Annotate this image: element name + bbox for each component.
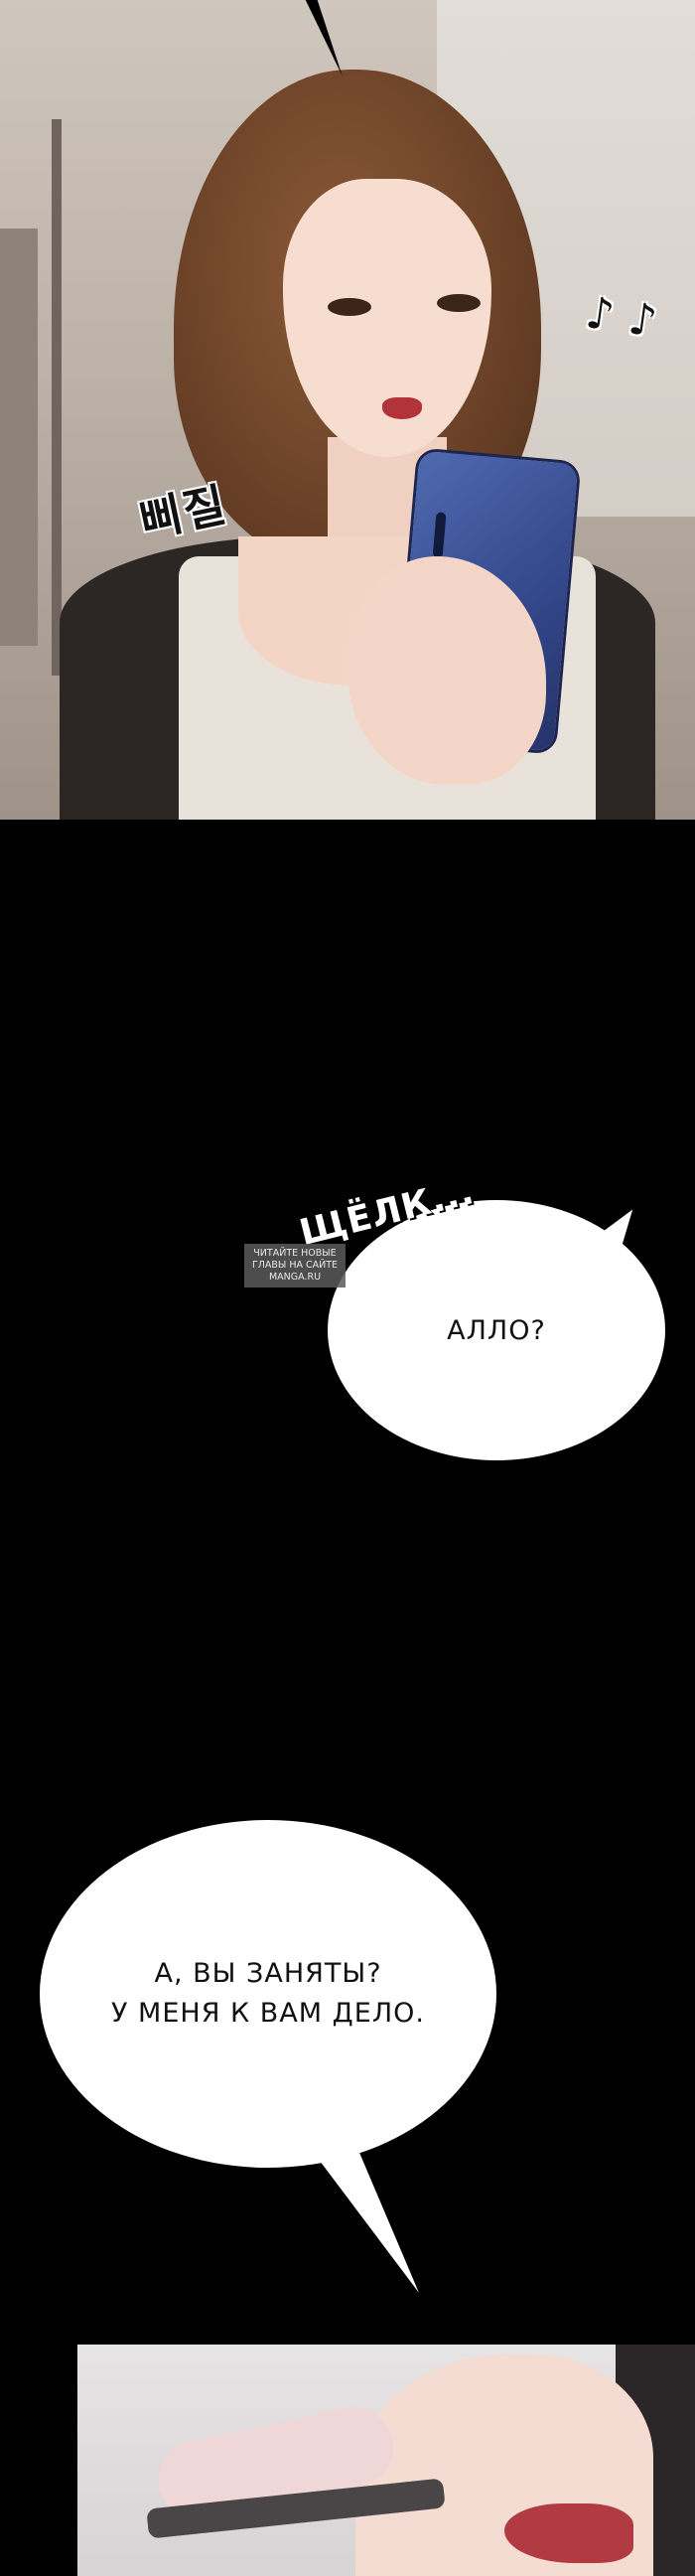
phone-camera	[432, 512, 447, 558]
comic-panel-top: 삐질 ♪ ♪	[0, 0, 695, 820]
watermark-line-3: MANGA.RU	[268, 1272, 322, 1283]
comic-panel-bottom	[77, 2345, 695, 2576]
watermark-line-2: ГЛАВЫ НА САЙТЕ	[251, 1260, 339, 1271]
background-door	[0, 228, 38, 646]
character-right-eye	[437, 294, 481, 312]
background-door-frame	[52, 119, 62, 676]
character-hand	[348, 556, 546, 785]
character-left-eye	[328, 298, 371, 316]
speech-bubble-1: АЛЛО?	[328, 1200, 665, 1460]
sound-effect-sweat: 삐질	[134, 477, 232, 548]
watermark-line-1: ЧИТАЙТЕ НОВЫЕ	[253, 1248, 337, 1259]
watermark: ЧИТАЙТЕ НОВЫЕ ГЛАВЫ НА САЙТЕ MANGA.RU	[244, 1244, 346, 1288]
character-lips	[504, 2503, 633, 2563]
speech-bubble-2-line-2: У МЕНЯ К ВАМ ДЕЛО.	[111, 1998, 425, 2029]
character-mouth	[382, 397, 422, 419]
music-notes-icon: ♪ ♪	[582, 287, 660, 348]
speech-tail-top	[303, 0, 348, 78]
speech-bubble-1-text: АЛЛО?	[447, 1314, 546, 1346]
speech-bubble-2-line-1: А, ВЫ ЗАНЯТЫ?	[154, 1958, 382, 1989]
speech-bubble-2: А, ВЫ ЗАНЯТЫ? У МЕНЯ К ВАМ ДЕЛО.	[40, 1820, 496, 2168]
